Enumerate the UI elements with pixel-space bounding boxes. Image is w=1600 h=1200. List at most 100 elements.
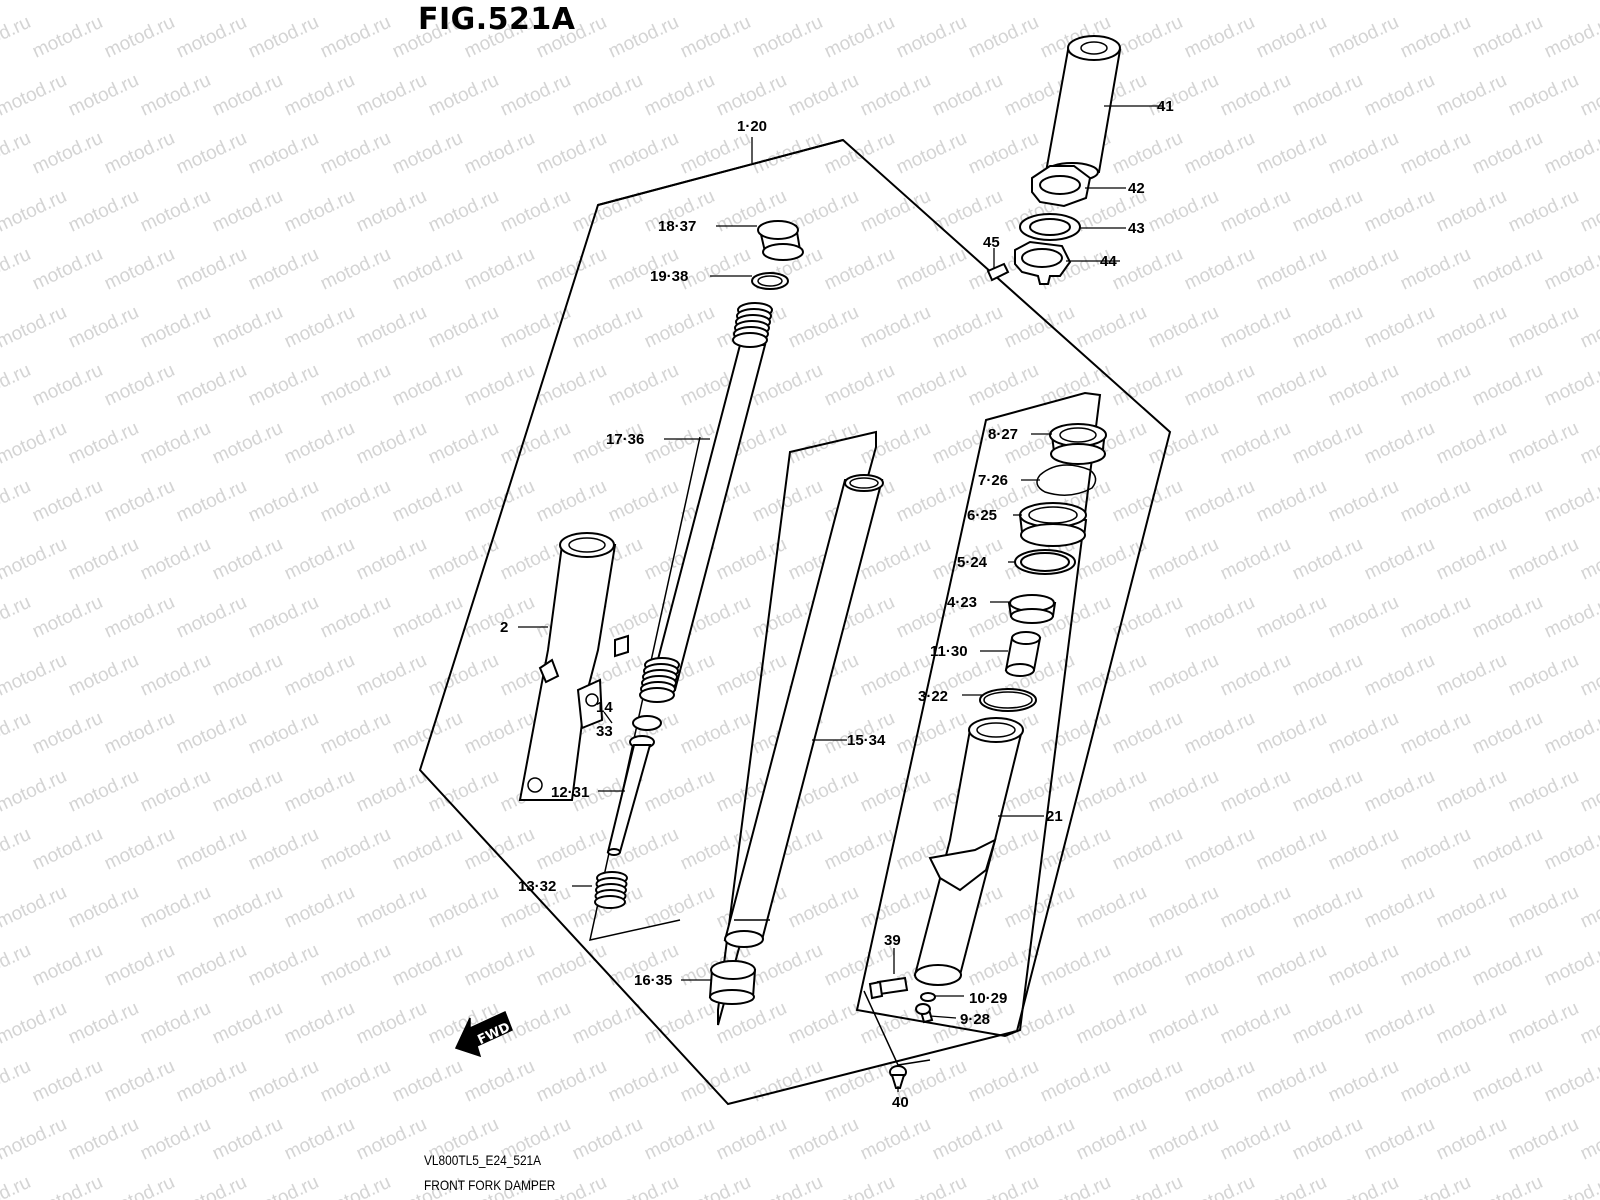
watermark-text: motod.ru [1433, 766, 1510, 817]
watermark-text: motod.ru [641, 418, 718, 469]
watermark-text: motod.ru [29, 244, 106, 295]
watermark-text: motod.ru [713, 998, 790, 1049]
watermark-text: motod.ru [1073, 998, 1150, 1049]
watermark-text: motod.ru [677, 1056, 754, 1107]
watermark-text: motod.ru [533, 1056, 610, 1107]
watermark-text: motod.ru [0, 766, 70, 817]
watermark-text: motod.ru [677, 244, 754, 295]
watermark-text: motod.ru [137, 186, 214, 237]
watermark-text: motod.ru [605, 360, 682, 411]
watermark-text: motod.ru [1181, 244, 1258, 295]
watermark-text: motod.ru [749, 476, 826, 527]
watermark-text: motod.ru [1181, 940, 1258, 991]
watermark-text: motod.ru [1541, 708, 1600, 759]
watermark-text: motod.ru [1505, 1114, 1582, 1165]
watermark-text: motod.ru [0, 186, 70, 237]
watermark-text: motod.ru [1253, 128, 1330, 179]
callout-4-23: 4·23 [947, 594, 977, 611]
watermark-text: motod.ru [101, 12, 178, 63]
oil-seal [1018, 502, 1088, 547]
callout-8-27: 8·27 [988, 426, 1018, 443]
watermark-text: motod.ru [1397, 1056, 1474, 1107]
watermark-text: motod.ru [1397, 128, 1474, 179]
watermark-text: motod.ru [461, 244, 538, 295]
watermark-text: motod.ru [1181, 476, 1258, 527]
watermark-text: motod.ru [1433, 418, 1510, 469]
watermark-text: motod.ru [497, 418, 574, 469]
watermark-text: motod.ru [893, 128, 970, 179]
seal-group-frame [855, 391, 1102, 1038]
watermark-text: motod.ru [965, 12, 1042, 63]
watermark-text: motod.ru [1577, 418, 1600, 469]
watermark-text: motod.ru [209, 534, 286, 585]
watermark-text: motod.ru [1577, 998, 1600, 1049]
watermark-text: motod.ru [461, 708, 538, 759]
watermark-text: motod.ru [1253, 476, 1330, 527]
watermark-text: motod.ru [317, 1056, 394, 1107]
watermark-text: motod.ru [281, 0, 358, 5]
callout-42: 42 [1128, 180, 1145, 197]
watermark-text: motod.ru [1073, 0, 1150, 5]
watermark-text: motod.ru [1469, 592, 1546, 643]
callout-6-25: 6·25 [967, 507, 997, 524]
watermark-text: motod.ru [1109, 592, 1186, 643]
watermark-text: motod.ru [425, 882, 502, 933]
watermark-text: motod.ru [0, 418, 70, 469]
watermark-text: motod.ru [137, 534, 214, 585]
watermark-text: motod.ru [1253, 940, 1330, 991]
watermark-text: motod.ru [1253, 244, 1330, 295]
watermark-text: motod.ru [0, 882, 70, 933]
watermark-text: motod.ru [749, 12, 826, 63]
watermark-text: motod.ru [1433, 998, 1510, 1049]
watermark-text: motod.ru [0, 1172, 34, 1200]
watermark-text: motod.ru [0, 1056, 34, 1107]
watermark-text: motod.ru [461, 1056, 538, 1107]
cap-plug [889, 1065, 907, 1089]
watermark-text: motod.ru [1577, 534, 1600, 585]
watermark-text: motod.ru [821, 12, 898, 63]
watermark-text: motod.ru [209, 418, 286, 469]
watermark-text: motod.ru [1541, 244, 1600, 295]
watermark-text: motod.ru [137, 418, 214, 469]
watermark-text: motod.ru [1505, 418, 1582, 469]
watermark-text: motod.ru [1001, 882, 1078, 933]
watermark-text: motod.ru [1577, 0, 1600, 5]
watermark-text: motod.ru [1325, 708, 1402, 759]
watermark-text: motod.ru [1577, 766, 1600, 817]
watermark-text: motod.ru [569, 302, 646, 353]
watermark-text: motod.ru [65, 998, 142, 1049]
guide-bushing [1007, 594, 1057, 624]
watermark-text: motod.ru [1217, 186, 1294, 237]
watermark-text: motod.ru [677, 1172, 754, 1200]
watermark-text: motod.ru [1577, 186, 1600, 237]
watermark-text: motod.ru [245, 708, 322, 759]
watermark-text: motod.ru [1253, 824, 1330, 875]
watermark-text: motod.ru [785, 0, 862, 5]
washer [1019, 213, 1081, 241]
watermark-text: motod.ru [677, 12, 754, 63]
watermark-text: motod.ru [317, 244, 394, 295]
rebound-spring [594, 871, 628, 909]
watermark-text: motod.ru [65, 650, 142, 701]
watermark-text: motod.ru [425, 418, 502, 469]
watermark-text: motod.ru [605, 128, 682, 179]
watermark-text: motod.ru [137, 766, 214, 817]
watermark-text: motod.ru [173, 708, 250, 759]
watermark-text: motod.ru [173, 824, 250, 875]
watermark-text: motod.ru [1433, 186, 1510, 237]
watermark-text: motod.ru [749, 940, 826, 991]
watermark-text: motod.ru [317, 12, 394, 63]
watermark-text: motod.ru [1325, 128, 1402, 179]
watermark-text: motod.ru [65, 882, 142, 933]
watermark-text: motod.ru [425, 534, 502, 585]
watermark-text: motod.ru [1361, 0, 1438, 5]
watermark-text: motod.ru [1145, 650, 1222, 701]
callout-7-26: 7·26 [978, 472, 1008, 489]
watermark-text: motod.ru [389, 824, 466, 875]
watermark-text: motod.ru [1433, 302, 1510, 353]
watermark-text: motod.ru [1505, 0, 1582, 5]
watermark-text: motod.ru [461, 824, 538, 875]
callout-40: 40 [892, 1094, 909, 1111]
watermark-text: motod.ru [1325, 1172, 1402, 1200]
